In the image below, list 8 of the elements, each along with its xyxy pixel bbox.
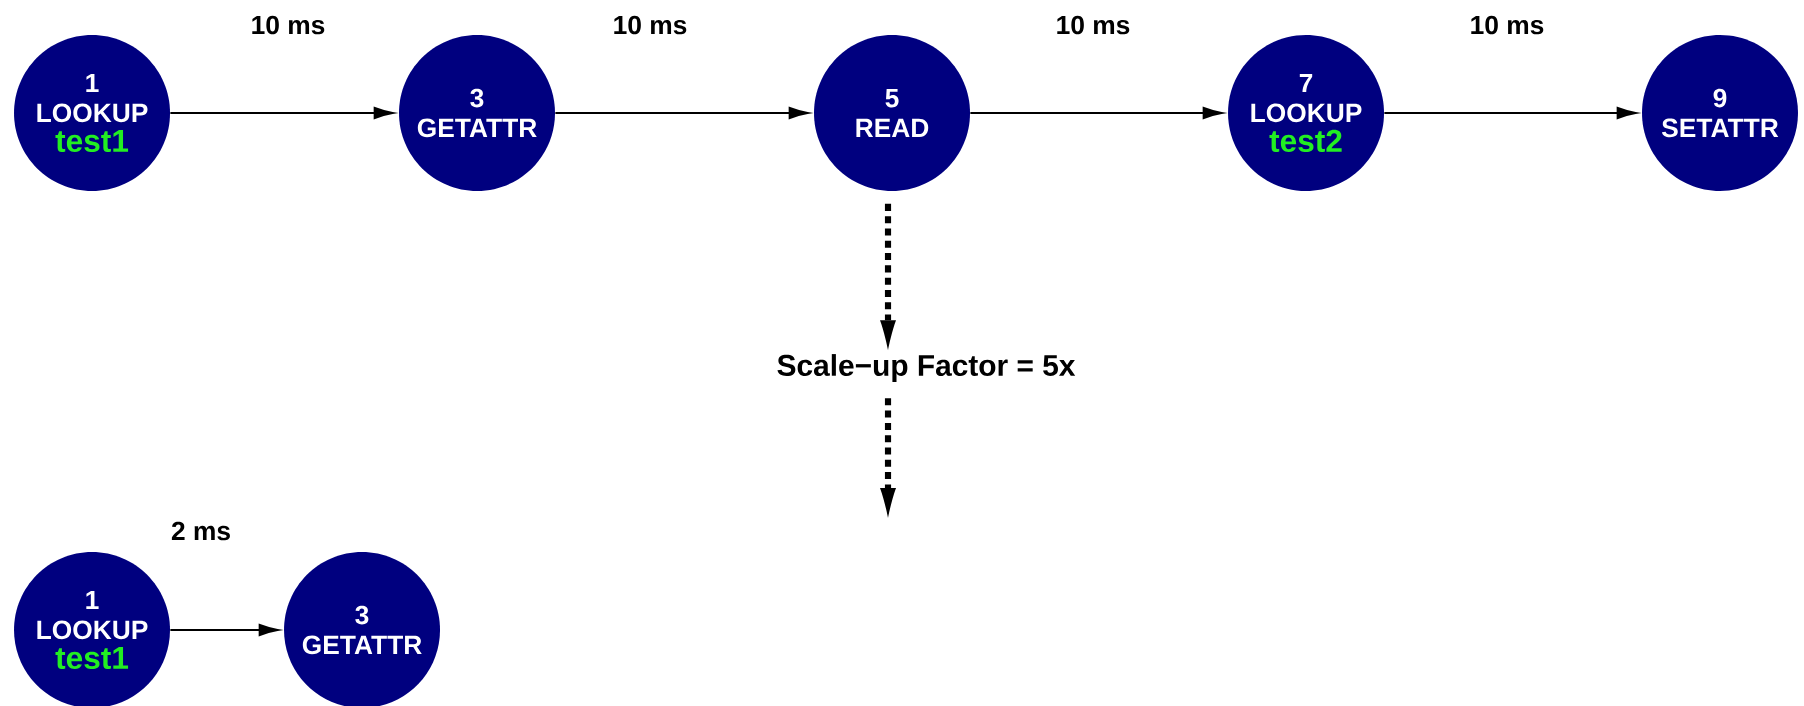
edge-label: 10 ms — [610, 13, 690, 37]
dashed-arrow — [880, 398, 896, 518]
dashed-arrow — [880, 203, 896, 351]
edge-label: 2 ms — [169, 519, 233, 543]
edge-label: 10 ms — [1467, 13, 1547, 37]
scale-label: Scale−up Factor = 5x — [777, 354, 1076, 382]
edge-label: 10 ms — [1053, 13, 1133, 37]
edge-label: 10 ms — [248, 13, 328, 37]
